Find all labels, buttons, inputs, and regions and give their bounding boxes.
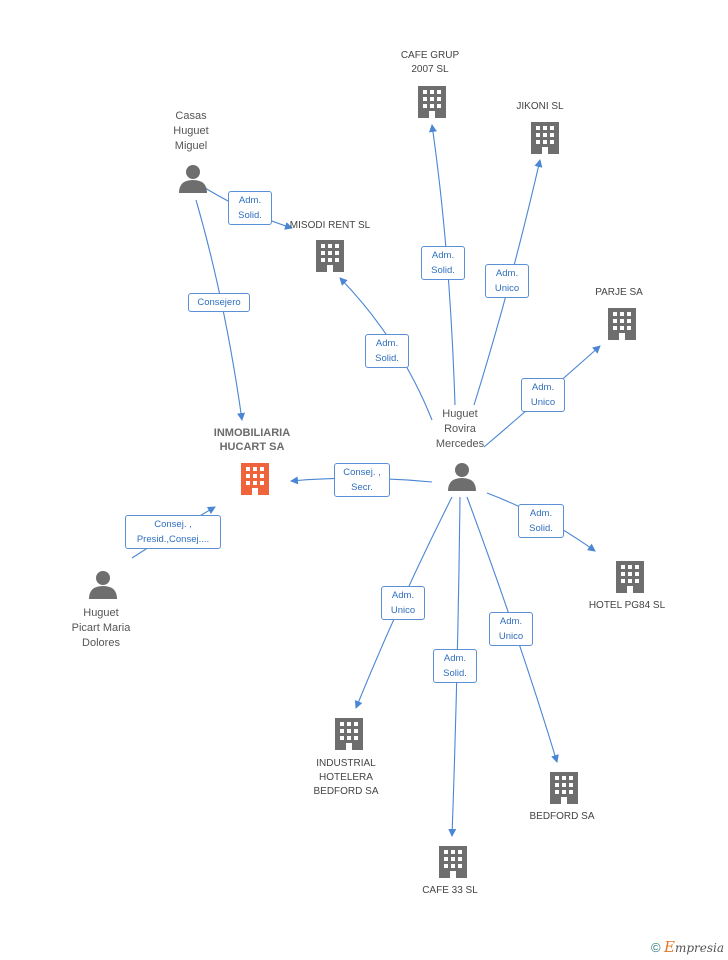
person-label-huguet-rovira[interactable]: Huguet Rovira Mercedes: [435, 408, 485, 450]
edge-label-rovira-parje: Adm. Unico: [521, 378, 565, 412]
person-icon-huguet-rovira[interactable]: [448, 463, 476, 491]
building-icon-industrial[interactable]: [335, 718, 363, 750]
person-label-casas[interactable]: Casas Huguet Miguel: [173, 110, 209, 152]
company-label-industrial[interactable]: INDUSTRIAL HOTELERA BEDFORD SA: [313, 758, 379, 797]
edge-label-rovira-misodi: Adm. Solid.: [365, 334, 409, 368]
company-label-inmobiliaria[interactable]: INMOBILIARIA HUCART SA: [213, 427, 291, 453]
company-label-misodi[interactable]: MISODI RENT SL: [289, 220, 371, 231]
edge-label-rovira-cafe33: Adm. Solid.: [433, 649, 477, 683]
brand-name: mpresia: [674, 941, 724, 955]
brand-initial: E: [663, 938, 675, 956]
edge-label-rovira-hotel: Adm. Solid.: [518, 504, 564, 538]
company-label-hotel-pg84[interactable]: HOTEL PG84 SL: [588, 600, 666, 611]
building-icon-inmobiliaria[interactable]: [241, 463, 269, 495]
company-label-parje[interactable]: PARJE SA: [595, 287, 643, 298]
edge-label-rovira-bedford: Adm. Unico: [489, 612, 533, 646]
person-icon-casas[interactable]: [179, 165, 207, 193]
building-icon-cafe33[interactable]: [439, 846, 467, 878]
building-icon-misodi[interactable]: [316, 240, 344, 272]
company-label-cafe33[interactable]: CAFE 33 SL: [422, 885, 478, 896]
company-label-jikoni[interactable]: JIKONI SL: [516, 101, 564, 112]
person-icon-huguet-picart[interactable]: [89, 571, 117, 599]
building-icon-cafe-grup[interactable]: [418, 86, 446, 118]
edge-label-casas-inmobiliaria: Consejero: [188, 293, 250, 312]
edge-label-rovira-cafegrup: Adm. Solid.: [421, 246, 465, 280]
company-label-cafe-grup[interactable]: CAFE GRUP 2007 SL: [400, 50, 460, 75]
edge-label-casas-misodi: Adm. Solid.: [228, 191, 272, 225]
person-label-huguet-picart[interactable]: Huguet Picart Maria Dolores: [71, 607, 131, 649]
edge-label-rovira-industrial: Adm. Unico: [381, 586, 425, 620]
building-icon-parje[interactable]: [608, 308, 636, 340]
edge-label-picart-inmobiliaria: Consej. , Presid.,Consej....: [125, 515, 221, 549]
copyright-icon: ©: [651, 940, 661, 955]
edge-label-rovira-inmobiliaria: Consej. , Secr.: [334, 463, 390, 497]
building-icon-hotel-pg84[interactable]: [616, 561, 644, 593]
building-icon-jikoni[interactable]: [531, 122, 559, 154]
company-label-bedford[interactable]: BEDFORD SA: [529, 811, 595, 822]
empresia-logo: © Empresia: [651, 938, 724, 956]
edge-label-rovira-jikoni: Adm. Unico: [485, 264, 529, 298]
building-icon-bedford[interactable]: [550, 772, 578, 804]
